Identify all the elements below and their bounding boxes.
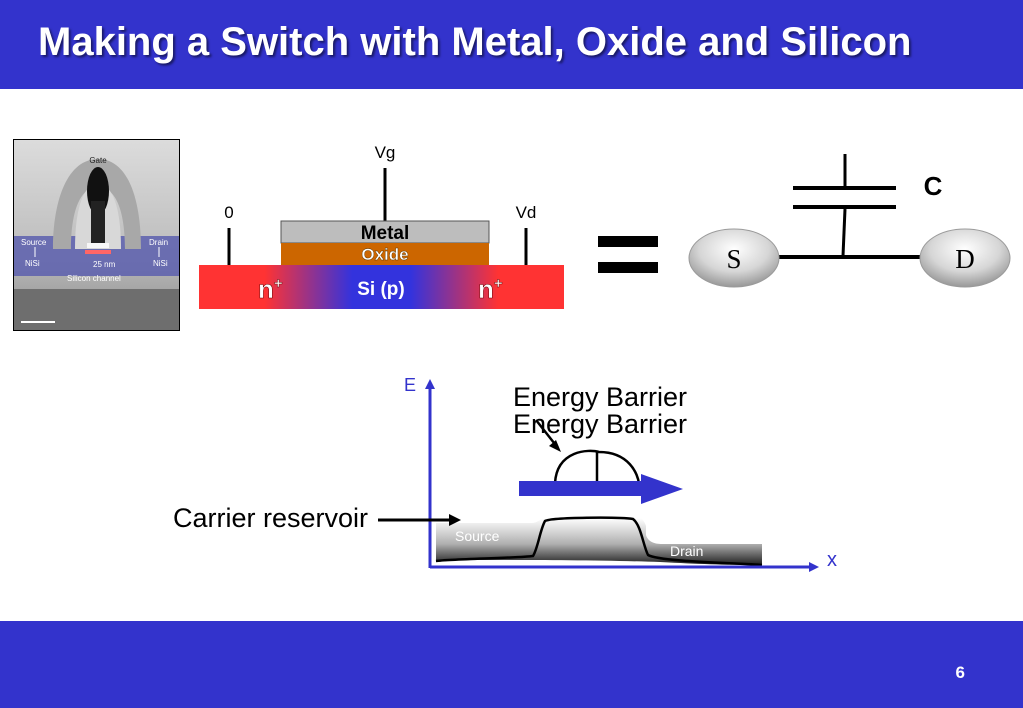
vg-label: Vg (375, 143, 396, 162)
barrier-pointer-head (549, 440, 561, 452)
energy-band-profile (436, 518, 762, 565)
mic-dimension: 25 nm (93, 260, 116, 269)
energy-band-diagram: E x Energy Barrier Energy Barrier Carrie… (173, 375, 837, 572)
tem-micrograph: Gate Source Drain NiSi NiSi 25 nm Silico… (13, 139, 180, 331)
mic-channel-label: Silicon channel (67, 274, 121, 283)
mosfet-cross-section: Vg 0 Vd Metal Oxide n+ n+ Si (p) (199, 143, 564, 309)
reservoir-pointer-head (449, 514, 461, 526)
title-bar: Making a Switch with Metal, Oxide and Si… (0, 0, 1023, 89)
silicon-substrate (199, 265, 564, 309)
carrier-flow-arrow-body (519, 481, 643, 496)
source-node (688, 228, 780, 288)
energy-barrier-label-2: Energy Barrier (513, 409, 687, 439)
oxide-label: Oxide (361, 245, 408, 264)
source-node-label: S (726, 244, 741, 274)
mic-source-label: Source (21, 238, 47, 247)
n-right-letter: n (478, 274, 494, 304)
energy-band-edge (435, 516, 763, 567)
mic-nisi-right: NiSi (153, 259, 168, 268)
x-axis-label: x (827, 549, 837, 571)
si-p-label: Si (p) (357, 279, 405, 300)
mic-nisi-left: NiSi (25, 259, 40, 268)
vd-label: Vd (516, 203, 537, 222)
v0-label: 0 (224, 203, 233, 222)
e-axis-label: E (404, 375, 416, 395)
equals-bar-bottom (598, 262, 658, 273)
band-drain-label: Drain (670, 543, 703, 559)
channel-wire-vertical (841, 208, 847, 257)
n-plus-right-label: n+ (478, 274, 503, 304)
mic-gate-label: Gate (89, 156, 107, 165)
energy-barrier-label-1: Energy Barrier (513, 382, 687, 412)
circuit-symbol: C S D (688, 154, 1011, 288)
equals-bar-top (598, 236, 658, 247)
oxide-layer (281, 243, 489, 265)
mic-drain-label: Drain (149, 238, 168, 247)
carrier-flow-arrow-head (641, 474, 683, 504)
metal-label: Metal (361, 223, 410, 244)
footer-bar: 6 (0, 621, 1023, 708)
barrier-bump (553, 449, 641, 485)
drain-node-label: D (955, 244, 975, 274)
page-number: 6 (955, 663, 965, 682)
slide-title: Making a Switch with Metal, Oxide and Si… (38, 20, 912, 64)
n-left-sup: + (274, 275, 283, 292)
drain-node (919, 228, 1011, 288)
n-right-sup: + (494, 275, 503, 292)
cap-c-label: C (924, 171, 943, 201)
carrier-reservoir-label: Carrier reservoir (173, 503, 368, 533)
n-left-letter: n (258, 274, 274, 304)
band-source-label: Source (455, 528, 500, 544)
n-plus-left-label: n+ (258, 274, 283, 304)
